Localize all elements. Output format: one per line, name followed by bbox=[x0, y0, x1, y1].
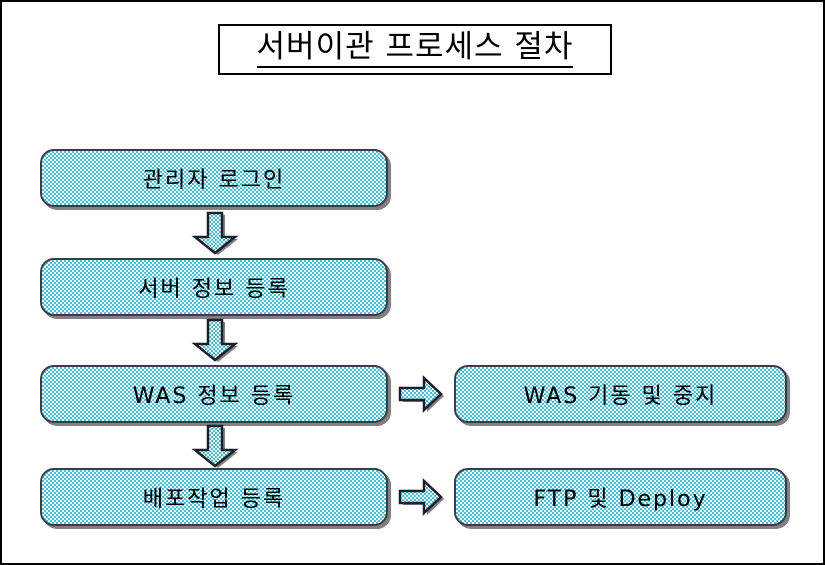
node-label: 서버 정보 등록 bbox=[138, 277, 290, 302]
arrow-down-icon bbox=[191, 318, 239, 362]
node-label: 배포작업 등록 bbox=[142, 487, 286, 512]
node-label: FTP 및 Deploy bbox=[533, 487, 708, 512]
arrow-right-icon bbox=[398, 375, 444, 413]
node-was-info[interactable]: WAS 정보 등록 bbox=[40, 365, 388, 423]
page-title: 서버이관 프로세스 절차 bbox=[256, 31, 574, 68]
arrow-down-icon bbox=[191, 211, 239, 255]
node-label: 관리자 로그인 bbox=[142, 168, 286, 193]
arrow-right-icon bbox=[398, 478, 444, 516]
diagram-title-box: 서버이관 프로세스 절차 bbox=[218, 24, 612, 75]
node-label: WAS 정보 등록 bbox=[132, 384, 296, 409]
node-deploy-job[interactable]: 배포작업 등록 bbox=[40, 468, 388, 526]
node-was-control[interactable]: WAS 기동 및 중지 bbox=[454, 365, 787, 423]
node-server-info[interactable]: 서버 정보 등록 bbox=[40, 258, 388, 316]
node-label: WAS 기동 및 중지 bbox=[523, 384, 718, 409]
node-ftp-deploy[interactable]: FTP 및 Deploy bbox=[454, 468, 787, 526]
arrow-down-icon bbox=[191, 424, 239, 468]
node-admin-login[interactable]: 관리자 로그인 bbox=[40, 149, 388, 207]
